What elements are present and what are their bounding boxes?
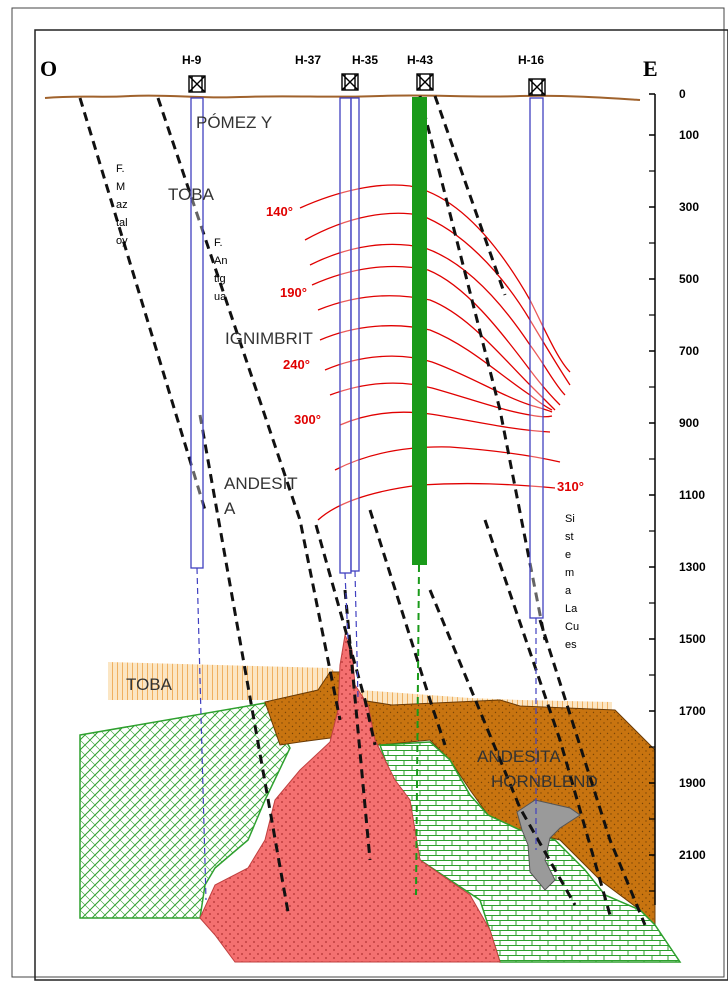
unit-label-andesita-hornblenda-2: HORNBLEND — [491, 772, 598, 791]
fault-line — [198, 414, 290, 913]
fault-line — [343, 589, 372, 861]
svg-text:F.: F. — [116, 163, 125, 175]
unit-label-andesita-hornblenda: ANDESITA — [477, 747, 561, 766]
depth-label: 900 — [679, 416, 699, 430]
depth-label: 2100 — [679, 848, 706, 862]
svg-text:m: m — [565, 567, 574, 579]
well-casing-h35 — [350, 97, 360, 572]
well-label: H-35 — [352, 53, 378, 67]
well-extension-h37 — [344, 572, 349, 641]
well-active-h43 — [412, 97, 427, 565]
well-extension-h35 — [354, 570, 359, 701]
svg-text:e: e — [565, 549, 571, 561]
fault-label-antigua: F. An tig ua — [214, 237, 227, 303]
derrick-icon — [416, 73, 434, 91]
ground-surface — [44, 94, 641, 101]
fault-line — [483, 519, 612, 916]
fault-line — [368, 509, 447, 746]
svg-text:An: An — [214, 255, 227, 267]
direction-east: E — [643, 56, 658, 81]
svg-text:oy: oy — [116, 235, 128, 247]
isotherm-curve — [329, 382, 553, 418]
svg-text:Cu: Cu — [565, 621, 579, 633]
fault-line — [314, 524, 377, 746]
well-casing-h37 — [339, 97, 352, 574]
isotherm-curve — [324, 355, 553, 413]
svg-text:ua: ua — [214, 291, 227, 303]
unit-label-toba: TOBA — [168, 185, 215, 204]
isotherm-label: 140° — [266, 204, 293, 219]
depth-label: 700 — [679, 344, 699, 358]
well-extension-h9 — [196, 567, 207, 901]
isotherm-curve — [339, 411, 551, 433]
depth-label: 1300 — [679, 560, 706, 574]
isotherm-curve — [334, 446, 561, 471]
svg-text:La: La — [565, 603, 578, 615]
svg-text:Si: Si — [565, 513, 575, 525]
fault-line — [418, 95, 547, 641]
derrick-icon — [188, 75, 206, 93]
svg-text:F.: F. — [214, 237, 223, 249]
depth-label: 1900 — [679, 776, 706, 790]
derricks — [188, 73, 546, 96]
well-casing-h16 — [529, 97, 544, 619]
fault-line — [433, 95, 507, 296]
isotherm-curve — [319, 325, 553, 411]
isotherm-label: 190° — [280, 285, 307, 300]
isotherm-curve — [304, 212, 571, 386]
well-label: H-43 — [407, 53, 433, 67]
isotherm-curve — [317, 295, 556, 411]
isotherm-label: 300° — [294, 412, 321, 427]
isotherm-label: 310° — [557, 479, 584, 494]
unit-label-pomez: PÓMEZ Y — [196, 113, 272, 132]
depth-axis: 0 100 300 500 700 900 1100 1300 1500 1700 1900 2100 — [649, 87, 706, 905]
svg-text:es: es — [565, 639, 577, 651]
derrick-icon — [528, 78, 546, 96]
depth-label: 500 — [679, 272, 699, 286]
unit-label-andesite-2: A — [224, 499, 236, 518]
well-label: H-9 — [182, 53, 202, 67]
wells — [190, 97, 544, 901]
svg-text:a: a — [565, 585, 572, 597]
fault-line — [78, 97, 207, 511]
isotherm-curve — [299, 184, 571, 373]
depth-label: 1700 — [679, 704, 706, 718]
fault-label-maztaloy: F. M az tal oy — [116, 163, 128, 247]
fault-line — [538, 619, 647, 926]
depth-label: 1500 — [679, 632, 706, 646]
unit-label-andesite: ANDESIT — [224, 474, 298, 493]
depth-label: 300 — [679, 200, 699, 214]
well-casing-h9 — [190, 97, 204, 569]
outer-frame — [11, 7, 725, 978]
svg-text:az: az — [116, 199, 128, 211]
svg-text:M: M — [116, 181, 125, 193]
derrick-icon — [341, 73, 359, 91]
well-label: H-37 — [295, 53, 321, 67]
depth-label: 100 — [679, 128, 699, 142]
svg-text:tal: tal — [116, 217, 128, 229]
direction-west: O — [40, 56, 57, 81]
fault-label-la-cues: Si st e m a La Cu es — [565, 513, 579, 651]
inner-frame — [34, 29, 728, 981]
fault-line — [428, 589, 577, 906]
unit-label-ignimbrite: IGNIMBRIT — [225, 329, 313, 348]
depth-label: 1100 — [679, 488, 705, 502]
depth-label: 0 — [679, 87, 686, 101]
unit-label-toba-lower: TOBA — [126, 675, 173, 694]
isotherm-label: 240° — [283, 357, 310, 372]
grey-dyke — [516, 799, 581, 891]
svg-text:tig: tig — [214, 273, 226, 285]
well-label: H-16 — [518, 53, 544, 67]
svg-text:st: st — [565, 531, 574, 543]
